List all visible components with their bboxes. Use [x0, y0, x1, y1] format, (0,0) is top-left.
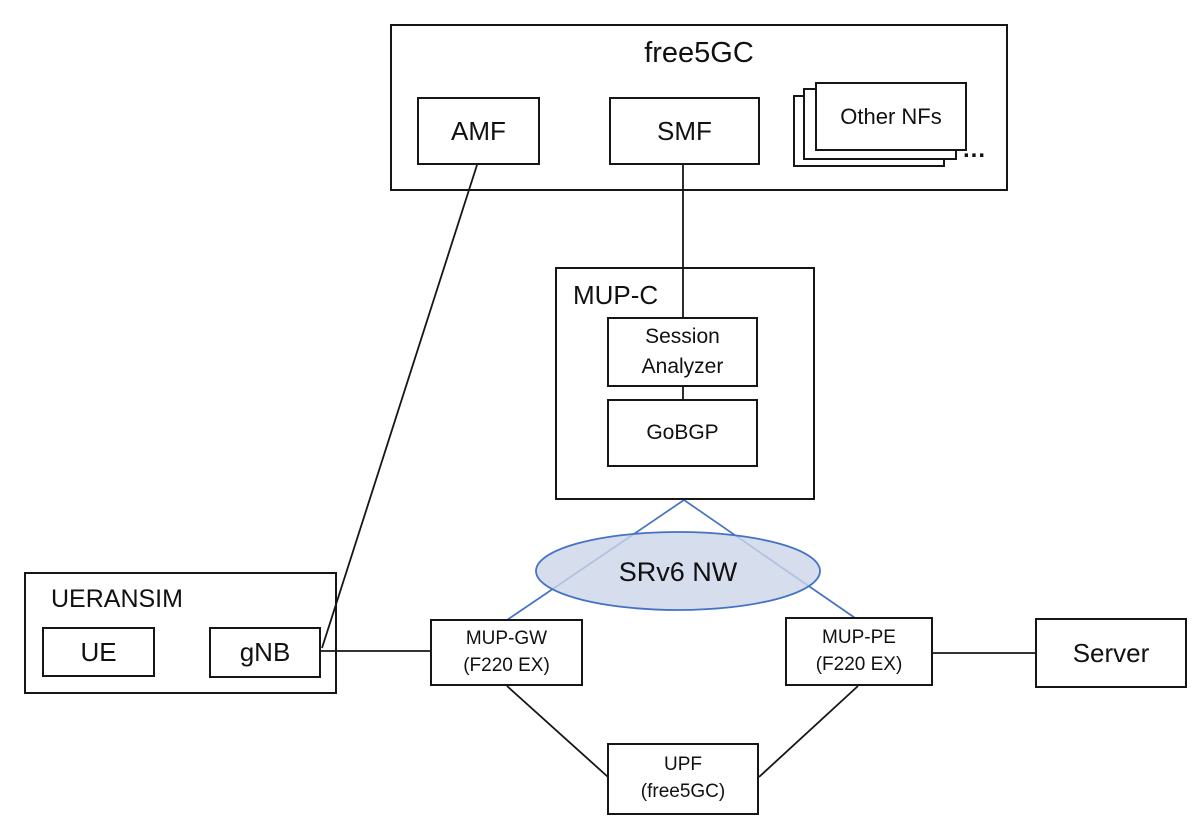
- free5gc-title: free5GC: [644, 37, 754, 69]
- edge-amf-gnb: [321, 164, 478, 649]
- free5gc-container: free5GC: [390, 24, 1008, 191]
- mupc-title: MUP-C: [573, 280, 659, 310]
- ueransim-title: UERANSIM: [51, 585, 183, 613]
- other-nfs-node: Other NFs: [815, 82, 967, 151]
- gnb-node: gNB: [209, 627, 321, 678]
- mupgw-node: MUP-GW (F220 EX): [430, 619, 583, 686]
- session-analyzer-node: Session Analyzer: [607, 317, 758, 387]
- other-nfs-ellipsis: ...: [963, 136, 987, 163]
- smf-node: SMF: [609, 97, 760, 165]
- amf-node: AMF: [417, 97, 540, 165]
- srv6-network-ellipse: [535, 531, 821, 611]
- server-node: Server: [1035, 618, 1187, 688]
- upf-node: UPF (free5GC): [607, 743, 759, 815]
- mupc-container: MUP-C: [555, 267, 815, 500]
- gobgp-node: GoBGP: [607, 399, 758, 467]
- edge-muppe-upf: [758, 685, 859, 778]
- ue-node: UE: [42, 627, 155, 677]
- muppe-node: MUP-PE (F220 EX): [785, 617, 933, 686]
- srv6-nw-label: SRv6 NW: [618, 556, 738, 587]
- ueransim-container: UERANSIM: [24, 572, 337, 694]
- edge-mupgw-upf: [506, 685, 609, 778]
